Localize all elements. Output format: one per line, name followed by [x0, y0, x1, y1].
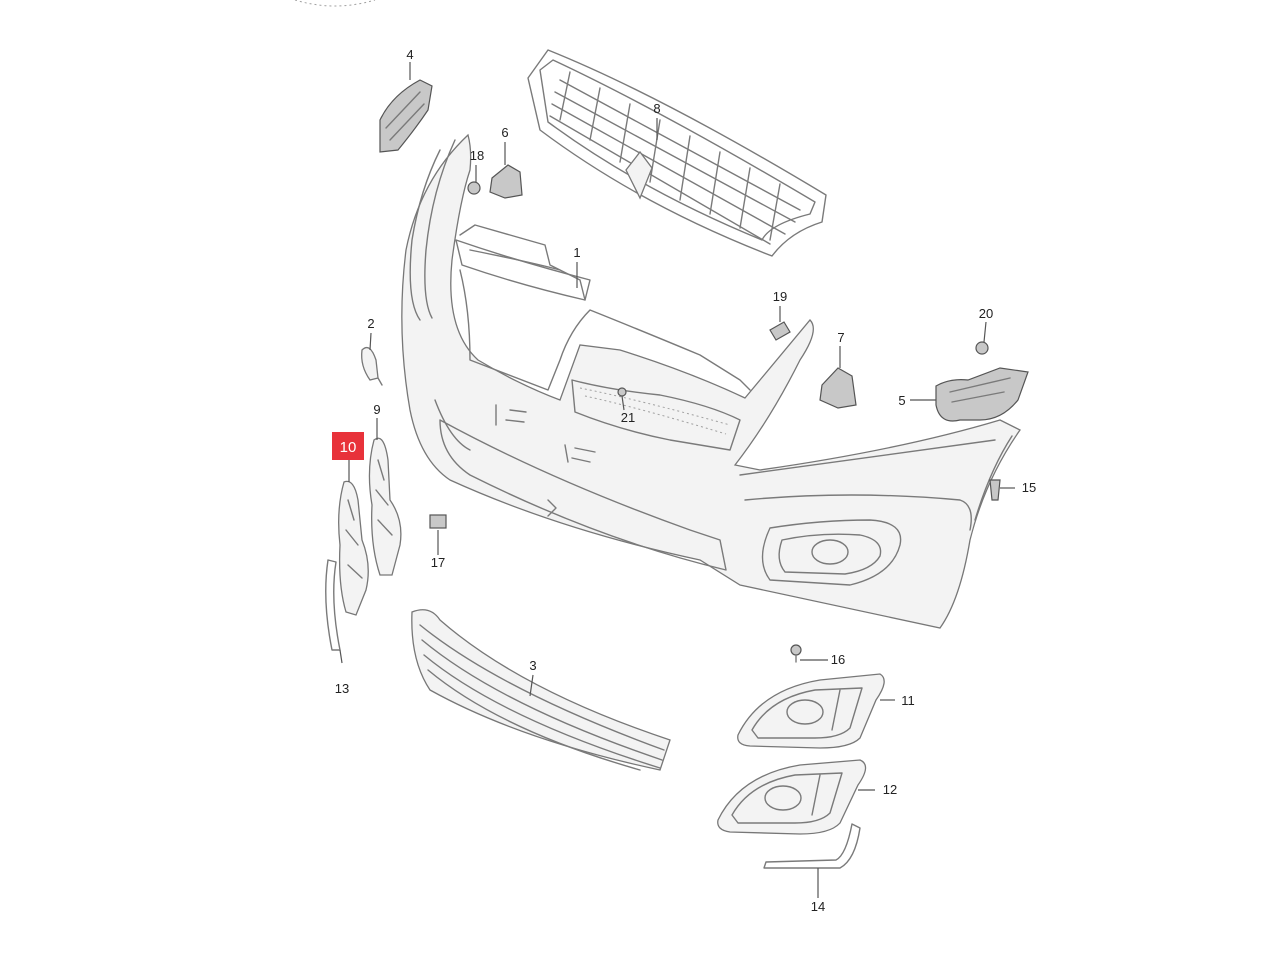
- callout-13: 13: [335, 681, 349, 696]
- fog-lamp-bezel-part-12[interactable]: [717, 759, 867, 835]
- bracket-part-6[interactable]: [489, 164, 523, 199]
- callout-8: 8: [653, 101, 660, 116]
- callout-7: 7: [837, 330, 844, 345]
- callout-21: 21: [621, 410, 635, 425]
- bracket-part-4[interactable]: [379, 79, 433, 153]
- highlight-badge-10: 10: [332, 432, 364, 460]
- callout-9: 9: [373, 402, 380, 417]
- callout-6: 6: [501, 125, 508, 140]
- callout-14: 14: [811, 899, 825, 914]
- callout-17: 17: [431, 555, 445, 570]
- bracket-part-5[interactable]: [935, 367, 1029, 422]
- lower-grille-part-3[interactable]: [411, 609, 671, 771]
- callout-11: 11: [901, 693, 915, 708]
- bolt-part-19[interactable]: [769, 321, 791, 341]
- callout-19: 19: [773, 289, 787, 304]
- callout-10: 10: [340, 439, 357, 456]
- callout-4: 4: [406, 47, 413, 62]
- callout-16: 16: [831, 652, 845, 667]
- molding-part-14[interactable]: [763, 823, 861, 869]
- emblem-icon: [625, 150, 653, 200]
- fog-lamp-bezel-part-11[interactable]: [737, 673, 885, 749]
- callout-2: 2: [367, 316, 374, 331]
- upper-grille-part-8[interactable]: [527, 49, 827, 257]
- side-molding-part-13[interactable]: [325, 559, 341, 651]
- screw-part-16[interactable]: [790, 644, 802, 663]
- clip-part-18[interactable]: [467, 181, 481, 195]
- callout-18: 18: [470, 148, 484, 163]
- leader-lines: [339, 62, 1015, 898]
- screw-part-21[interactable]: [617, 387, 627, 397]
- clip-part-15[interactable]: [989, 479, 1001, 501]
- bumper-cover-part-1[interactable]: [401, 133, 1021, 629]
- retainer-part-2[interactable]: [361, 346, 383, 386]
- callout-1: 1: [573, 245, 580, 260]
- callout-3: 3: [529, 658, 536, 673]
- callout-5: 5: [898, 393, 905, 408]
- clip-part-20[interactable]: [975, 341, 989, 355]
- side-bracket-part-10[interactable]: [338, 480, 369, 616]
- scan-artifact: [294, 0, 376, 7]
- callout-15: 15: [1022, 480, 1036, 495]
- side-bracket-part-9[interactable]: [368, 437, 402, 576]
- retainer-part-17[interactable]: [429, 514, 447, 529]
- bracket-part-7[interactable]: [819, 367, 857, 409]
- callout-12: 12: [883, 782, 897, 797]
- callout-20: 20: [979, 306, 993, 321]
